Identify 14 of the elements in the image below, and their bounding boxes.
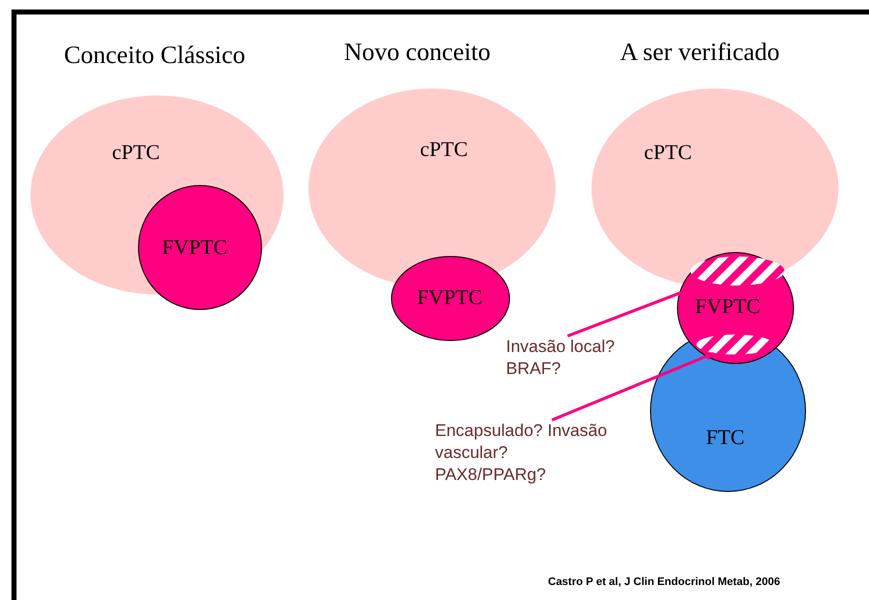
node-label: FVPTC [162, 235, 228, 260]
node-label: FVPTC [695, 294, 760, 319]
node-label: cPTC [112, 140, 160, 165]
annotation-text: Encapsulado? Invasão vascular? PAX8/PPARg? [435, 420, 608, 486]
node-label: cPTC [420, 137, 468, 162]
column-heading: Novo conceito [344, 39, 490, 67]
citation: Castro P et al, J Clin Endocrinol Metab, 2006 [548, 576, 780, 588]
annotation-text: Invasão local? BRAF? [506, 336, 616, 380]
node-label: FTC [706, 425, 745, 450]
leader-arrow [551, 352, 715, 422]
node-label: cPTC [644, 140, 692, 165]
column-heading: Conceito Clássico [64, 42, 246, 70]
column-heading: A ser verificado [620, 39, 780, 67]
node-label: FVPTC [417, 285, 482, 310]
